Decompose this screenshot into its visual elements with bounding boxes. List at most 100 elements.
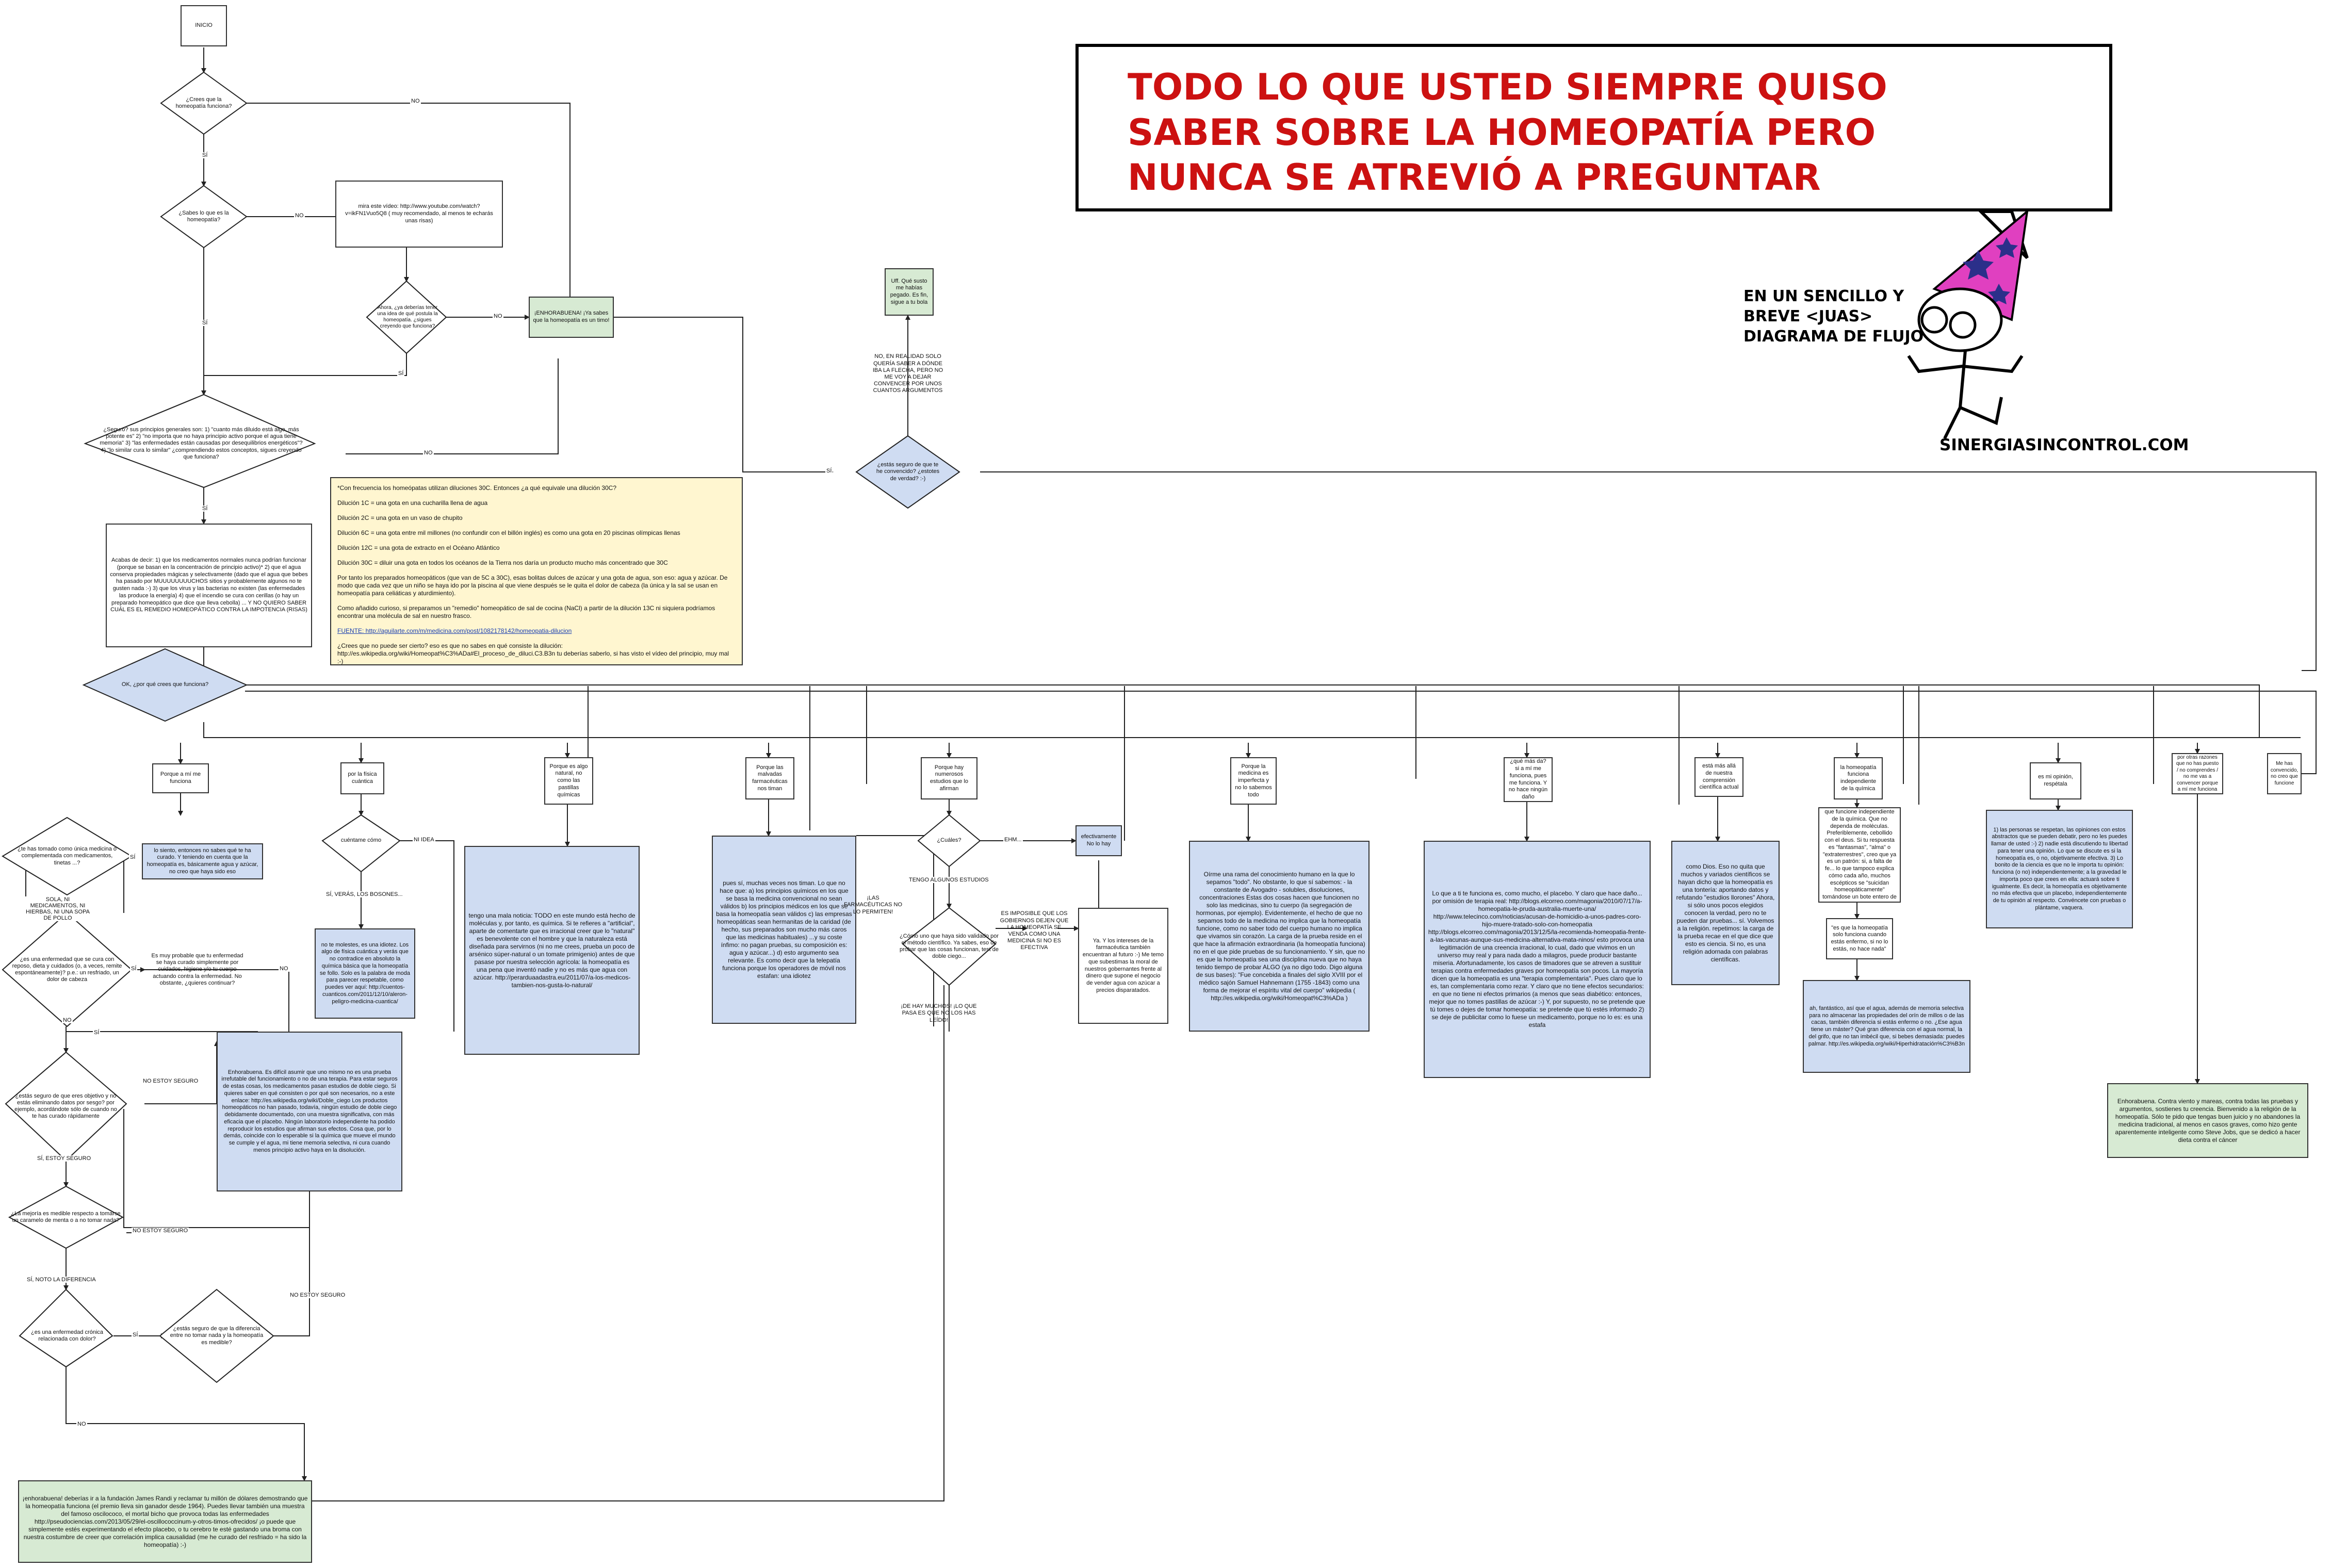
label-no-estoy-seguro: NO ESTOY SEGURO [132,1228,189,1234]
site-url[interactable]: SINERGIASINCONTROL.COM [1939,436,2189,454]
ah-fantastico-box: ah, fantástico, así que el agua, además … [1803,980,1970,1073]
label-no: NO [279,966,289,972]
shape-q-cuales [917,814,981,868]
branch-imperfecta: Porque la medicina es imperfecta y no lo… [1230,757,1277,805]
label-sola-ni: SOLA, NI MEDICAMENTOS, NI HIERBAS, NI UN… [23,896,92,921]
acabas-decir-box: Acabas de decir: 1) que los medicamentos… [106,524,312,647]
branch-opinion: es mi opinión, respétala [2030,762,2081,799]
watch-video-box: mira este vídeo: http://www.youtube.com/… [335,181,503,248]
start-node: INICIO [181,5,227,46]
shape-q-crees [160,71,248,135]
enhorabuena-sesgo-box: Enhorabuena. Es difícil asumir que uno m… [217,1032,402,1191]
branch-me-funciona: Porque a mí me funciona [152,763,209,793]
lo-que-te-funciona-box: Lo que a ti te funciona es, como mucho, … [1424,841,1651,1078]
label-no-estoy-seguro: NO ESTOY SEGURO [289,1292,347,1298]
es-imposible-label: ES IMPOSIBLE QUE LOS GOBIERNOS DEJEN QUE… [1000,910,1069,951]
no-realidad-label: NO, EN REALIDAD SOLO QUERÍA SABER A DÓND… [872,353,943,394]
branch-farmaceuticas: Porque las malvadas farmacéuticas nos ti… [745,757,794,799]
question-crees: ¿Crees que la homeopatía funciona? [175,96,232,109]
question-mejoria: ¿La mejoría es medible respecto a tomars… [11,1210,121,1223]
note-source-link[interactable]: FUENTE: http://aguilarte.com/m/medicina.… [337,627,572,634]
note-line: ¿Crees que no puede ser cierto? eso es q… [337,642,729,665]
label-si-estoy-seguro: SÍ, ESTOY SEGURO [36,1155,92,1162]
como-dios-box: como Dios. Eso no quita que muchos y var… [1671,841,1780,985]
es-que-funciona-box: "es que la homeopatía solo funciona cuan… [1826,918,1893,959]
question-cronica: ¿es una enfermedad crónica relacionada c… [30,1329,104,1342]
question-estas-seguro: ¿estás seguro de que te he convencido? ¿… [876,462,940,482]
label-si: SÍ [132,1332,139,1338]
label-si: SÍ [201,320,209,326]
shape-q-enfermedad [2,912,133,1027]
branch-comprension: está más allá de nuestra comprensión cie… [1694,757,1743,797]
tengo-mala-box: tengo una mala noticia: TODO en este mun… [464,846,640,1055]
label-si: SÍ [201,152,209,158]
shape-q-ok [82,648,248,722]
note-line: Dilución 30C = diluir una gota en todos … [337,559,668,566]
label-si: SÍ [129,854,137,860]
shape-q-cronica [19,1288,113,1368]
branch-convencido: Me has convencido, no creo que funcione [2267,753,2302,794]
label-no: NO [423,450,434,456]
lo-siento-box: lo siento, entonces no sabes qué te ha c… [142,843,263,879]
dilution-note-box: *Con frecuencia los homeópatas utilizan … [330,477,743,665]
note-line: Dilución 6C = una gota entre mil millone… [337,529,680,536]
shape-q-ahora [366,280,447,354]
label-si: SÍ [93,1030,101,1036]
question-tomado: ¿te has tomado como única medicina o com… [18,846,117,866]
label-tengo-algunos: TENGO ALGUNOS ESTUDIOS [908,877,990,883]
branch-independiente: la homeopatía funciona independiente de … [1834,757,1883,799]
label-no-estoy-seguro: NO ESTOY SEGURO [142,1078,200,1084]
branch-fisica: por la física cuántica [340,762,384,794]
label-si-veras: SÍ, VERÁS, LOS BOSONES... [325,891,404,897]
label-no: NO [410,98,421,104]
las-farmaceuticas-label: ¡LAS FARMACÉUTICAS NO LO PERMITEN! [843,895,903,915]
question-estas-seguro-placebo: ¿estás seguro de que eres objetivo y no … [14,1092,117,1120]
ya-si-tu-box: Ya. Y los intereses de la farmacéutica t… [1078,908,1168,1024]
glasses-icon [1920,306,1948,334]
note-line: Como añadido curioso, si preparamos un "… [337,605,715,619]
shape-q-sabes [160,185,248,249]
no-molestes-box: no te molestes, es una idiotez. Los algo… [315,928,415,1019]
note-line: *Con frecuencia los homeópatas utilizan … [337,484,617,492]
efectivamente-box: efectivamente No lo hay [1075,825,1122,856]
label-si: SÍ [201,505,209,512]
label-si: SÍ [130,966,138,972]
note-line: Dilución 1C = una gota en una cucharilla… [337,499,488,507]
branch-natural: Porque es algo natural, no como las past… [544,757,593,805]
branch-que-mas: ¿qué más da? si a mí me funciona, pues m… [1504,757,1553,802]
question-diferencia: ¿estás seguro de que la diferencia entre… [170,1326,264,1346]
shape-q-estas-seguro [855,435,960,509]
shape-q-cuentame [321,814,401,873]
shape-q-diferencia [159,1288,274,1383]
shape-q-tomado [2,816,133,896]
subtitle: EN UN SENCILLO Y BREVE <JUAS> DIAGRAMA D… [1743,287,1924,346]
note-line: Por tanto los preparados homeopáticos (q… [337,574,728,597]
ufff-box: Uff. Qué susto me habías pegado. Es fin,… [885,268,934,316]
question-como-uno: ¿Cómo uno que haya sido validado por el … [899,933,999,960]
label-no: NO [76,1421,87,1427]
question-cuales: ¿Cuáles? [937,837,961,844]
las-personas-box: 1) las personas se respetan, las opinion… [1986,810,2133,928]
question-seguro-principios: ¿Seguro? sus principios generales son: 1… [100,427,303,460]
enhorabuena-final-box: Enhorabuena. Contra viento y mareas, con… [2107,1083,2308,1158]
de-hay-muchos-label: ¡DE HAY MUCHOS! ¡LO QUE PASA ES QUE NO L… [901,1003,977,1023]
oh-seriamente-box: Oh. Seriamente alguna cosa que funcione … [1818,807,1901,903]
note-line: Dilución 12C = una gota de extracto en e… [337,544,500,551]
ojeran-rama-box: Oírme una rama del conocimiento humano e… [1189,841,1370,1032]
pues-si-box: pues sí, muchas veces nos timan. Lo que … [712,836,856,1024]
branch-estudios: Porque hay numerosos estudios que lo afi… [921,757,977,799]
label-no: NO [493,313,503,319]
note-line: Dilución 2C = una gota en un vaso de chu… [337,514,463,521]
question-sabes: ¿Sabes lo que es la homeopatía? [178,209,229,223]
es-probable-label: Es muy probable que tu enfermedad se hay… [151,953,243,986]
shape-q-mejoria [8,1185,124,1249]
label-si-noto: SÍ, NOTO LA DIFERENCIA [26,1277,97,1283]
label-no-idea: NI IDEA [413,837,435,843]
page-title: TODO LO QUE USTED SIEMPRE QUISO SABER SO… [1128,66,1887,199]
enhorabuena-randi-box: ¡enhorabuena! deberías ir a la fundación… [18,1480,312,1563]
shape-q-seguro [84,394,316,488]
label-si: SÍ [825,468,833,474]
question-ok: OK, ¿por qué crees que funciona? [121,681,209,688]
